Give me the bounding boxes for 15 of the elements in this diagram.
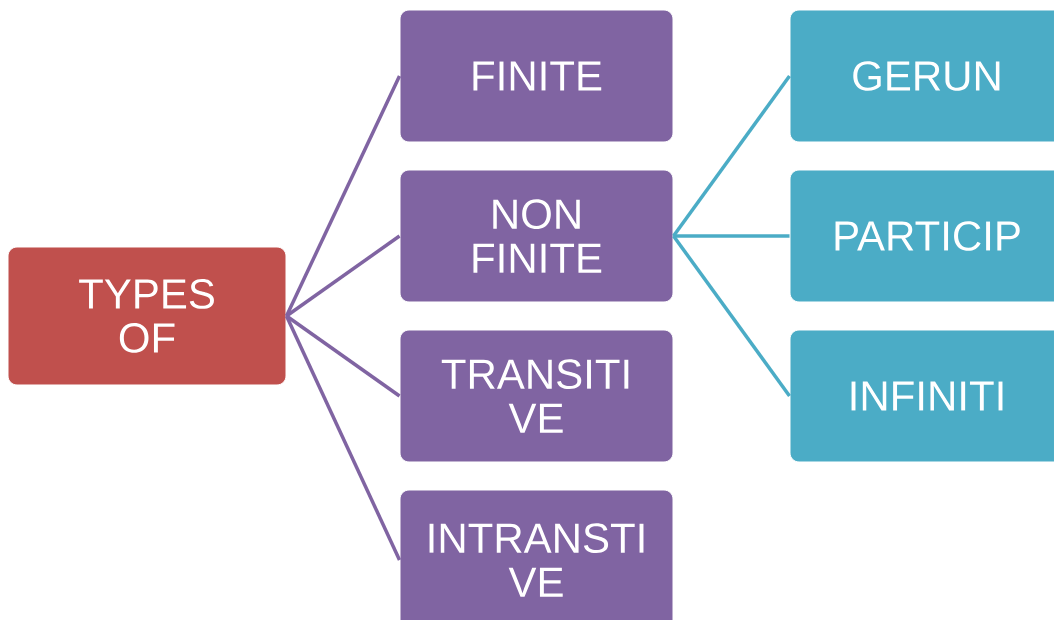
connector-line [672, 234, 791, 398]
category-box: TYPES OF [7, 246, 287, 386]
category-box: GERUN [789, 9, 1054, 143]
category-box: INFINITI [789, 329, 1054, 463]
category-box: PARTICIP [789, 169, 1054, 303]
connector-line [673, 234, 790, 238]
category-box: INTRANSTI VE [399, 489, 674, 620]
connector-line [672, 74, 791, 237]
connector-line [284, 315, 402, 561]
category-box: FINITE [399, 9, 674, 143]
connector-line [285, 234, 401, 318]
category-box: TRANSITI VE [399, 329, 674, 463]
connector-line [285, 314, 401, 398]
category-box: NON FINITE [399, 169, 674, 303]
connector-line [284, 75, 402, 317]
